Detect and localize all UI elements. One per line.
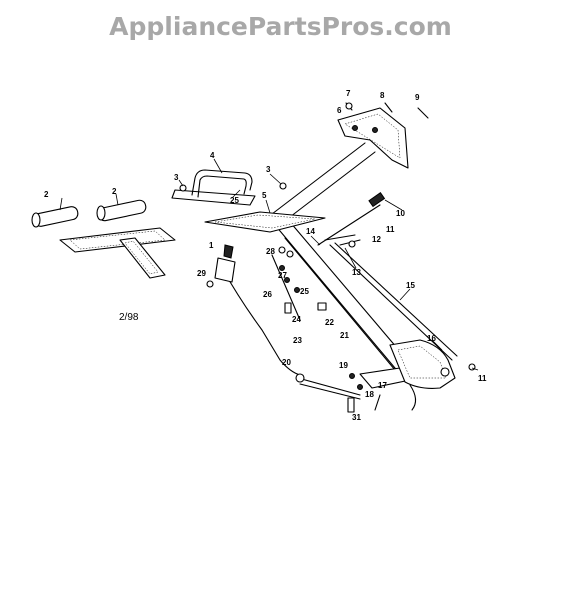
handle-tube [271, 142, 421, 381]
callout-23: 23 [293, 336, 302, 345]
cable-assembly [221, 246, 327, 376]
callout-2-left: 2 [44, 190, 49, 199]
callout-20: 20 [282, 358, 291, 367]
callout-8: 8 [380, 91, 385, 100]
callout-9: 9 [415, 93, 420, 102]
callout-22: 22 [325, 318, 334, 327]
callout-10: 10 [396, 209, 405, 218]
callout-26: 26 [263, 290, 272, 299]
callout-3-left: 3 [174, 173, 179, 182]
handlebar-assembly [171, 169, 287, 206]
callout-18: 18 [365, 390, 374, 399]
callout-12: 12 [372, 235, 381, 244]
callout-24: 24 [292, 315, 301, 324]
date-code: 2/98 [119, 312, 139, 323]
handle-grips [31, 199, 176, 279]
control-rod [329, 242, 458, 361]
callout-16: 16 [427, 334, 436, 343]
callout-28: 28 [266, 247, 275, 256]
callout-29: 29 [197, 269, 206, 278]
callout-5: 5 [262, 191, 267, 200]
mounting-plate [204, 211, 326, 233]
callout-21: 21 [340, 331, 349, 340]
top-bracket [337, 102, 429, 169]
callout-labels: 2 2 3 3 4 5 25 6 7 8 9 10 11 12 13 14 15… [44, 89, 487, 422]
callout-17: 17 [378, 381, 387, 390]
trigger-lever [206, 244, 236, 288]
callout-1: 1 [209, 241, 214, 250]
lower-lever [295, 367, 411, 413]
callout-15: 15 [406, 281, 415, 290]
leader-lines [59, 158, 479, 371]
callout-2-right: 2 [112, 187, 117, 196]
callout-13: 13 [352, 268, 361, 277]
callout-6: 6 [337, 106, 342, 115]
lower-housing [374, 339, 476, 411]
callout-4: 4 [210, 151, 215, 160]
callout-19: 19 [339, 361, 348, 370]
callout-11-upper: 11 [386, 225, 395, 234]
callout-25-upper: 25 [230, 196, 239, 205]
callout-11-lower: 11 [478, 374, 487, 383]
callout-25: 25 [300, 287, 309, 296]
callout-7: 7 [346, 89, 351, 98]
shift-lever [317, 192, 386, 248]
callout-3-right: 3 [266, 165, 271, 174]
callout-27: 27 [278, 271, 287, 280]
watermark-logo: AppliancePartsPros.com [109, 12, 452, 41]
callout-31: 31 [352, 413, 361, 422]
callout-14: 14 [306, 227, 315, 236]
